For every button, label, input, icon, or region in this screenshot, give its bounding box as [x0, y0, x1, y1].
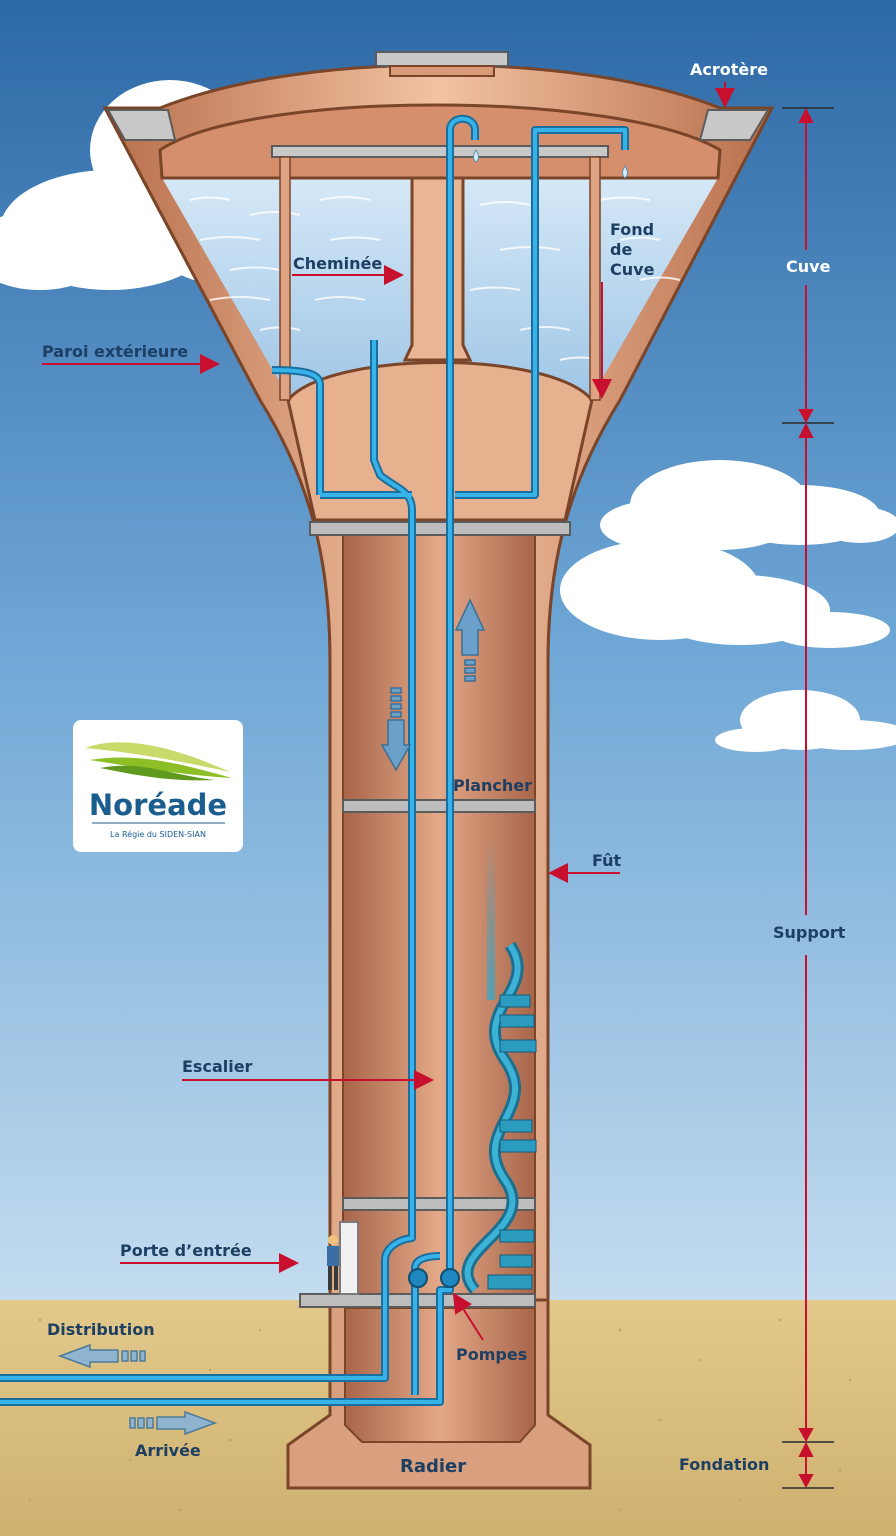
tank-roof: [158, 103, 722, 180]
label-arrivee: Arrivée: [135, 1441, 201, 1460]
label-pointers: [42, 82, 735, 1341]
label-cheminee: Cheminée: [293, 254, 382, 273]
label-fond-line3: Cuve: [610, 260, 655, 279]
entrance-door: [339, 1221, 359, 1295]
roof-hatch: [375, 51, 509, 67]
water-drop-left: [473, 149, 479, 163]
pipework-highlight: [0, 116, 627, 1404]
label-fond-line2: de: [610, 240, 632, 259]
dimension-lines: [782, 107, 834, 1489]
cloud-right-lower: [715, 690, 896, 752]
walkway-post-left: [279, 156, 291, 401]
label-cuve: Cuve: [786, 257, 831, 276]
label-paroi-exterieure: Paroi extérieure: [42, 342, 188, 361]
ground-speckles: [28, 1318, 852, 1512]
label-fond-line1: Fond: [610, 220, 654, 239]
walkway-post-right: [589, 156, 601, 401]
acrotere-right: [698, 109, 770, 141]
label-distribution: Distribution: [47, 1320, 155, 1339]
label-acrotere: Acrotère: [690, 60, 768, 79]
floor-plancher: [342, 799, 536, 813]
water-drop-right: [622, 165, 628, 179]
spiral-staircase: [461, 840, 537, 1294]
label-porte-entree: Porte d’entrée: [120, 1241, 252, 1260]
label-plancher: Plancher: [453, 776, 532, 795]
noreade-logo: Noréade La Régie du SIDEN-SIAN: [73, 720, 243, 852]
flow-arrow-distribution: [57, 1343, 146, 1369]
cloud-right-upper: [600, 460, 896, 550]
chimney: [402, 156, 473, 362]
cloud-right-middle: [560, 540, 890, 648]
logo-name: Noréade: [89, 788, 227, 822]
label-radier: Radier: [400, 1456, 466, 1477]
logo-tagline: La Régie du SIDEN-SIAN: [110, 829, 206, 839]
floor-top: [309, 521, 571, 536]
label-pompes: Pompes: [456, 1345, 527, 1364]
dimension-arrows: [798, 107, 814, 1489]
logo-swoosh-1: [85, 742, 230, 772]
logo-swoosh-3: [100, 765, 215, 781]
flow-arrow-down: [380, 687, 412, 772]
roof-hatch-base: [389, 65, 495, 77]
tank-walkway: [271, 145, 609, 158]
flow-arrow-arrivee: [129, 1410, 218, 1436]
label-fondation: Fondation: [679, 1455, 769, 1474]
label-support: Support: [773, 923, 846, 942]
worker-figure: [327, 1235, 339, 1290]
label-fut: Fût: [592, 851, 622, 870]
floor-lower: [342, 1197, 536, 1211]
water-ripples: [189, 196, 681, 361]
acrotere-left: [106, 109, 177, 141]
label-escalier: Escalier: [182, 1057, 253, 1076]
flow-arrow-up: [454, 598, 486, 682]
pumps: [408, 1268, 460, 1288]
logo-swoosh-2: [90, 757, 232, 778]
